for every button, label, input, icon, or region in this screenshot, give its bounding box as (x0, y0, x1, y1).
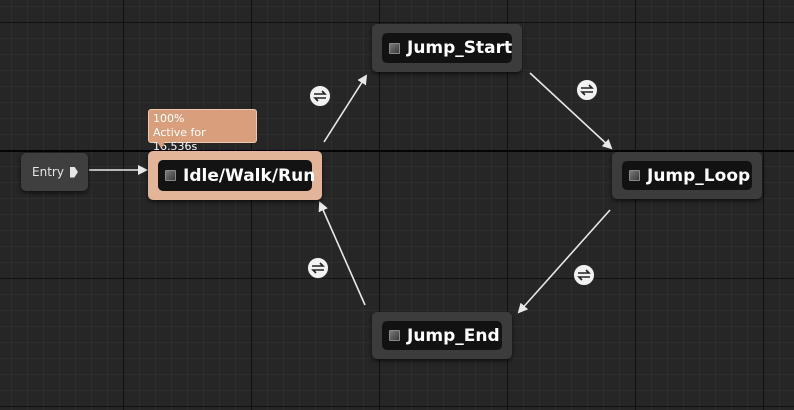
state-node-idle-walk-run[interactable]: Idle/Walk/Run (148, 151, 322, 200)
state-node-body: Jump_Start (382, 33, 512, 63)
state-label: Jump_Loop (647, 165, 751, 186)
state-label: Jump_End (407, 325, 500, 346)
state-icon (389, 42, 400, 54)
state-label: Jump_Start (407, 38, 513, 58)
entry-node[interactable]: Entry (21, 153, 88, 191)
transition-rule-idle-to-jump-start[interactable] (309, 85, 331, 107)
entry-label: Entry (32, 165, 64, 179)
output-pin-icon[interactable] (69, 166, 78, 178)
state-node-jump-start[interactable]: Jump_Start (372, 24, 522, 72)
state-node-body: Jump_End (382, 321, 502, 350)
tooltip-weight: 100% (153, 112, 185, 125)
graph-origin-line (0, 150, 794, 152)
state-node-jump-loop[interactable]: Jump_Loop (612, 152, 762, 199)
tooltip-active-time: Active for 16.536s (153, 126, 206, 153)
link-idle-to-jump-start (323, 74, 368, 143)
transition-arrows-icon (311, 262, 325, 274)
state-node-body: Jump_Loop (622, 161, 752, 190)
state-icon (629, 170, 640, 181)
state-icon (389, 330, 400, 341)
link-jump-loop-to-jump-end (517, 209, 611, 314)
transition-rule-jump-end-to-idle[interactable] (307, 257, 329, 279)
state-icon (165, 170, 176, 181)
state-label: Idle/Walk/Run (183, 165, 316, 186)
active-state-tooltip: 100% Active for 16.536s (148, 109, 257, 153)
transition-arrows-icon (580, 84, 594, 96)
link-jump-end-to-idle (318, 201, 366, 306)
transition-rule-jump-start-to-jump-loop[interactable] (576, 79, 598, 101)
link-jump-start-to-jump-loop (529, 72, 613, 150)
transition-rule-jump-loop-to-jump-end[interactable] (573, 264, 595, 286)
transition-arrows-icon (577, 269, 591, 281)
state-node-body: Idle/Walk/Run (158, 160, 316, 191)
transition-arrows-icon (313, 90, 327, 102)
state-node-jump-end[interactable]: Jump_End (372, 312, 512, 359)
